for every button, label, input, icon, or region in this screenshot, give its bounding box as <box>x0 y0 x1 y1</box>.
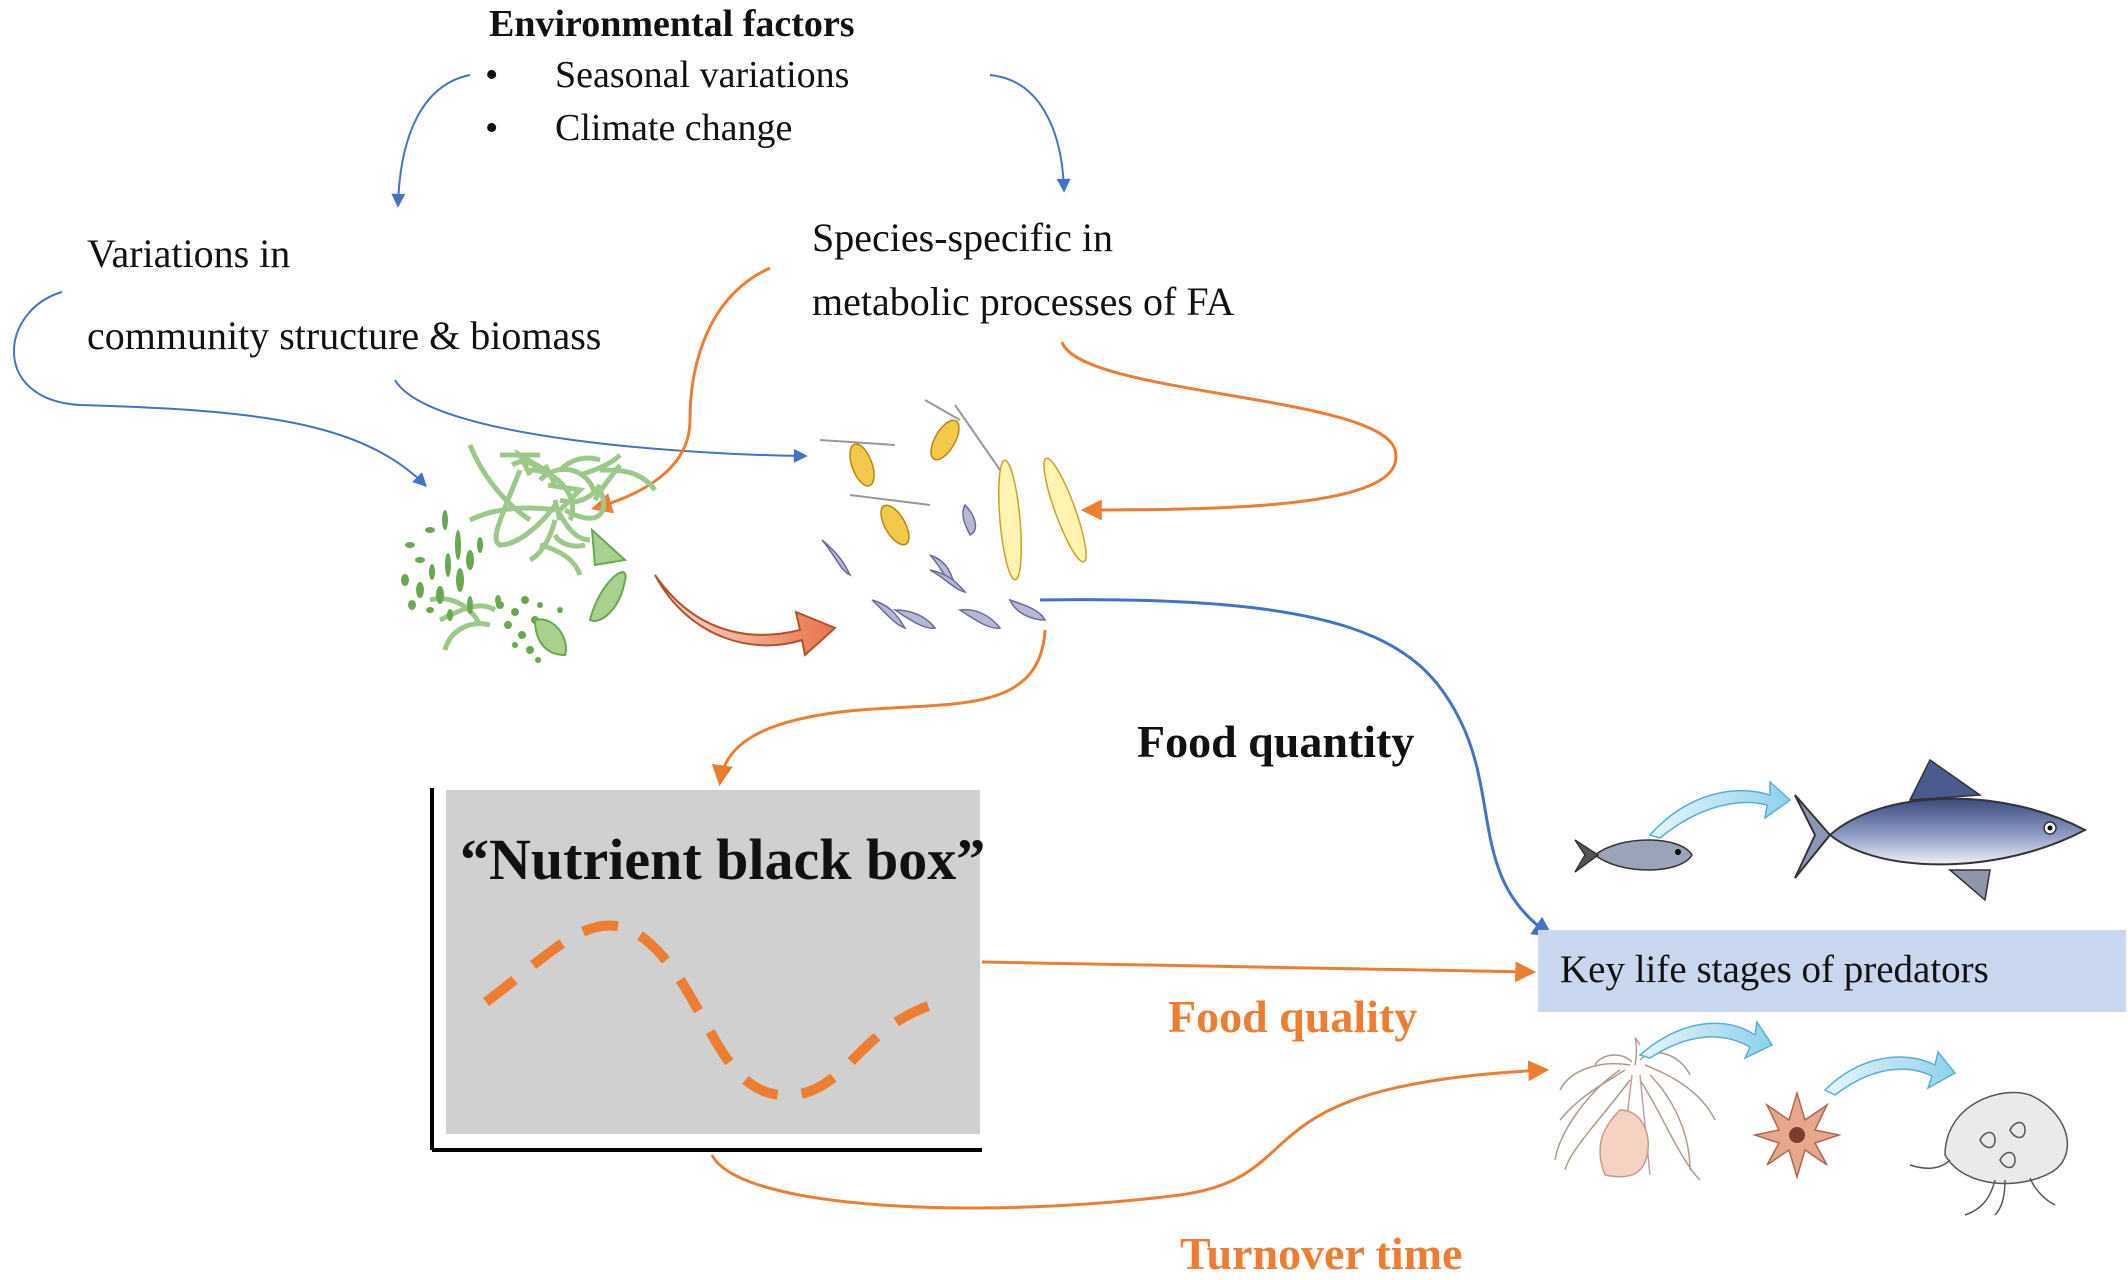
food-quantity-label: Food quantity <box>1137 716 1415 767</box>
phytoplankton-dots <box>401 510 563 663</box>
ephyra-icon <box>1752 1090 1842 1180</box>
blackbox-wave <box>483 920 943 1101</box>
variations-line-2: community structure & biomass <box>87 313 602 358</box>
turnover-time-label: Turnover time <box>1180 1228 1463 1279</box>
arrow-phyto-to-zoo <box>654 574 837 657</box>
krill-icon <box>821 503 1047 630</box>
predators-box: Key life stages of predators <box>1538 930 2126 1012</box>
bullet-symbol: • <box>485 107 499 149</box>
copepod-icon <box>819 399 1087 581</box>
phytoplankton-icon <box>429 444 657 651</box>
growth-arrow-polyp <box>1638 1019 1774 1060</box>
arrow-food-quality <box>981 960 1537 983</box>
species-line-1: Species-specific in <box>812 215 1113 260</box>
nutrient-black-box: “Nutrient black box” <box>446 790 985 1134</box>
arrow-turnover-time <box>710 1060 1550 1210</box>
tuna-icon <box>1794 758 2088 902</box>
arrow-variations-to-zoo <box>394 379 808 463</box>
arrow-zoo-to-blackbox <box>711 629 1047 787</box>
growth-arrow-fish <box>1648 780 1792 839</box>
factor-seasonal: Seasonal variations <box>555 54 850 96</box>
arrow-factors-to-right <box>989 74 1071 193</box>
diatom-icons <box>533 527 628 657</box>
factor-climate: Climate change <box>555 107 793 149</box>
polyp-icon <box>1554 1037 1716 1181</box>
food-quality-label: Food quality <box>1168 991 1418 1042</box>
variations-line-1: Variations in <box>87 231 291 276</box>
arrow-species-to-phyto <box>590 266 771 514</box>
jellyfish-icon <box>1909 1091 2069 1216</box>
arrow-variations-to-phyto <box>13 291 427 487</box>
blackbox-title: “Nutrient black box” <box>460 827 986 892</box>
bullet-symbol: • <box>485 54 499 96</box>
small-fish-icon <box>1574 839 1693 873</box>
arrow-food-quantity <box>1039 598 1554 938</box>
factor-bullet-2: • Climate change <box>485 106 792 150</box>
arrow-species-to-zoo <box>1060 341 1398 521</box>
factor-bullet-1: • Seasonal variations <box>485 53 849 97</box>
arrow-factors-to-left <box>391 74 471 208</box>
factors-title: Environmental factors <box>489 3 855 45</box>
species-line-2: metabolic processes of FA <box>812 279 1235 324</box>
growth-arrow-ephyra <box>1823 1050 1957 1096</box>
predators-label: Key life stages of predators <box>1560 948 1989 991</box>
